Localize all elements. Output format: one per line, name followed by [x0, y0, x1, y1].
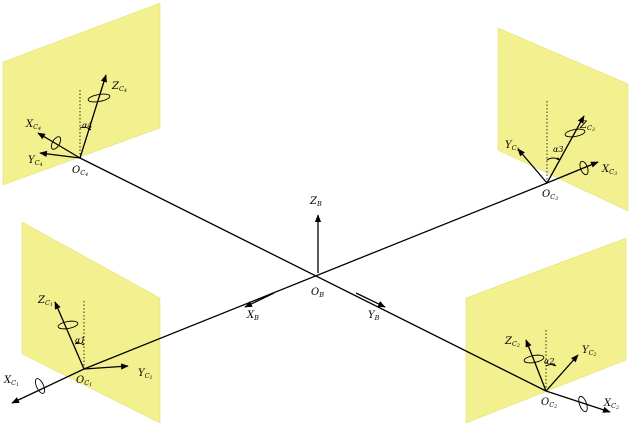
camera-2-z-label: ZC2: [504, 336, 520, 349]
camera-3-origin-label: OC3: [542, 189, 558, 202]
body-line-c1-c3: [83, 182, 548, 370]
camera-2-x-rotation: [578, 395, 588, 413]
body-x-axis-arrow: [244, 292, 275, 308]
camera-2-y-axis: [545, 354, 579, 392]
camera-1-angle-arc: [74, 341, 85, 346]
body-y-axis-arrow: [355, 292, 386, 308]
camera-4-x-label: XC4: [25, 119, 41, 132]
camera-4-angle-label: α4: [82, 121, 93, 130]
camera-4-z-axis: [79, 74, 107, 159]
camera-3-x-axis: [546, 161, 599, 184]
camera-3-angle-label: α3: [553, 145, 564, 154]
camera-4-z-label: ZC4: [111, 81, 127, 94]
camera-1-z-label: ZC1: [37, 295, 53, 308]
camera-4-image-plane: [2, 2, 161, 186]
camera-4-frame: ZC4 XC4 YC4 OC4 α4: [25, 74, 127, 178]
camera-1-z-rotation: [57, 320, 79, 330]
camera-1-z-axis: [54, 301, 85, 370]
body-x-label: XB: [246, 310, 259, 322]
camera-4-origin-label: OC4: [72, 165, 88, 178]
camera-3-x-label: XC3: [601, 164, 617, 177]
camera-3-z-axis: [546, 115, 585, 184]
body-y-label: YB: [368, 310, 380, 322]
camera-3-z-rotation: [564, 128, 586, 138]
camera-3-y-label: YC3: [505, 140, 520, 153]
camera-4-angle-arc: [79, 126, 92, 131]
camera-1-y-axis: [83, 363, 129, 370]
body-line-c4-c2: [79, 157, 547, 392]
body-origin-label: OB: [311, 287, 324, 299]
camera-3-image-plane: [497, 27, 629, 212]
camera-4-y-axis: [39, 150, 81, 159]
camera-3-frame: ZC3 XC3 YC3 OC3 α3: [505, 100, 617, 202]
camera-2-angle-label: α2: [544, 357, 555, 366]
camera-1-image-plane: [21, 221, 161, 424]
camera-2-y-label: YC2: [582, 345, 597, 358]
camera-2-angle-arc: [545, 363, 557, 367]
body-z-label: ZB: [309, 196, 322, 208]
camera-3-z-label: ZC3: [579, 120, 595, 133]
x-axis-c2-extension: [545, 390, 611, 413]
camera-2-x-label: XC2: [603, 398, 619, 411]
camera-1-frame: ZC1 XC1 YC1 OC1 α1: [3, 295, 152, 394]
camera-1-y-label: YC1: [138, 368, 152, 381]
camera-3-angle-arc: [546, 157, 561, 161]
camera-1-x-rotation: [34, 378, 46, 394]
camera-1-origin-label: OC1: [76, 375, 92, 388]
camera-1-x-label: XC1: [3, 375, 19, 388]
camera-2-z-rotation: [523, 354, 545, 364]
camera-4-y-label: YC4: [28, 155, 43, 168]
camera-1-angle-label: α1: [75, 336, 86, 345]
camera-3-y-axis: [517, 148, 548, 184]
camera-2-frame: ZC2 XC2 YC2 OC2 α2: [504, 330, 619, 413]
camera-2-origin-label: OC2: [541, 397, 557, 410]
camera-4-x-rotation: [50, 136, 62, 150]
camera-3-x-rotation: [579, 160, 589, 176]
camera-4-z-rotation: [87, 93, 111, 103]
x-axis-c1-extension: [11, 368, 85, 404]
camera-2-z-axis: [525, 339, 547, 392]
